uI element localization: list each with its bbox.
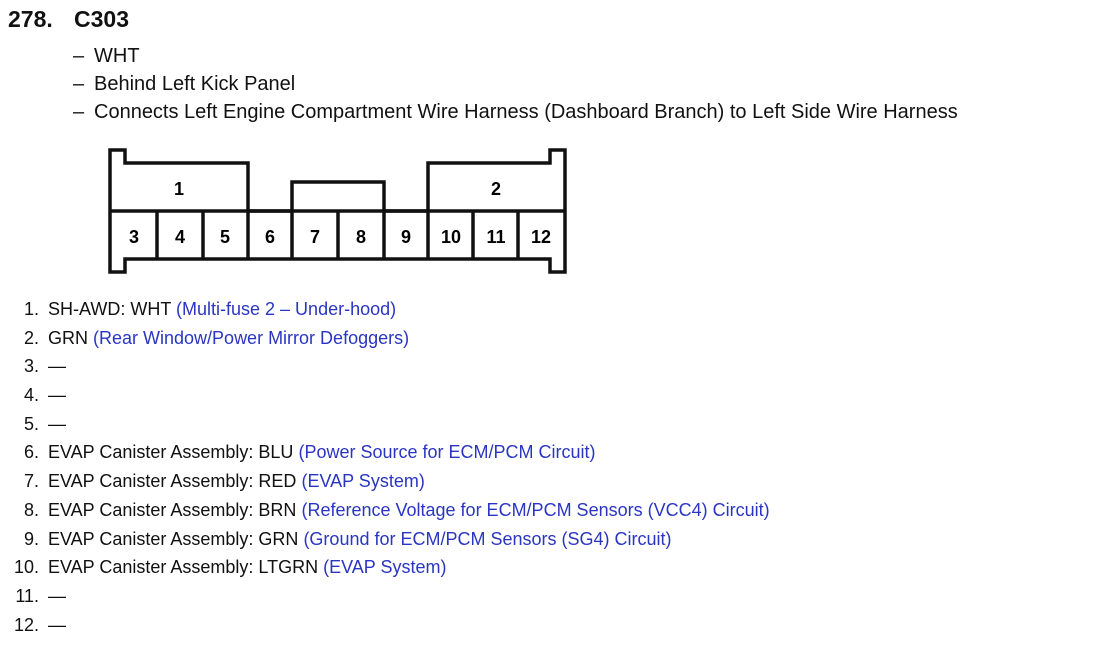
list-item: 11.— (15, 585, 66, 606)
cavity-label-2: 2 (491, 179, 501, 199)
pin-list: 1.SH-AWD: WHT (Multi-fuse 2 – Under-hood… (0, 295, 770, 639)
detail-color: –WHT (73, 45, 140, 67)
cavity-label-5: 5 (220, 227, 230, 247)
connector-title: 278. C303 (8, 6, 129, 33)
detail-location: –Behind Left Kick Panel (73, 73, 296, 95)
list-item: 7.EVAP Canister Assembly: RED (EVAP Syst… (23, 471, 425, 492)
list-item: 3.— (23, 356, 66, 377)
detail-connection: –Connects Left Engine Compartment Wire H… (73, 101, 958, 123)
list-item: 5.— (23, 413, 66, 434)
cavity-label-7: 7 (310, 227, 320, 247)
list-item: 8.EVAP Canister Assembly: BRN (Reference… (23, 499, 770, 520)
connector-details: –WHT –Behind Left Kick Panel –Connects L… (73, 42, 958, 126)
cavity-label-4: 4 (175, 227, 185, 247)
cavity-label-8: 8 (356, 227, 366, 247)
list-item: 4.— (23, 385, 66, 406)
list-item: 9.EVAP Canister Assembly: GRN (Ground fo… (23, 528, 672, 549)
cavity-label-3: 3 (129, 227, 139, 247)
list-item: 2.GRN (Rear Window/Power Mirror Defogger… (23, 327, 410, 348)
list-item: 6.EVAP Canister Assembly: BLU (Power Sou… (23, 442, 596, 463)
connector-name: C303 (74, 6, 129, 32)
cavity-label-9: 9 (401, 227, 411, 247)
cavity-label-12: 12 (531, 227, 551, 247)
list-item: 10.EVAP Canister Assembly: LTGRN (EVAP S… (13, 557, 447, 578)
connector-diagram: 1 2 3 4 5 6 7 8 9 10 11 12 (108, 148, 567, 274)
list-item: 12.— (13, 614, 66, 635)
cavity-label-10: 10 (441, 227, 461, 247)
cavity-label-6: 6 (265, 227, 275, 247)
cavity-label-1: 1 (174, 179, 184, 199)
connector-outline (108, 148, 567, 274)
connector-number: 278. (8, 6, 53, 32)
cavity-label-11: 11 (486, 227, 505, 247)
list-item: 1.SH-AWD: WHT (Multi-fuse 2 – Under-hood… (23, 299, 397, 319)
cell-dividers (155, 211, 520, 259)
